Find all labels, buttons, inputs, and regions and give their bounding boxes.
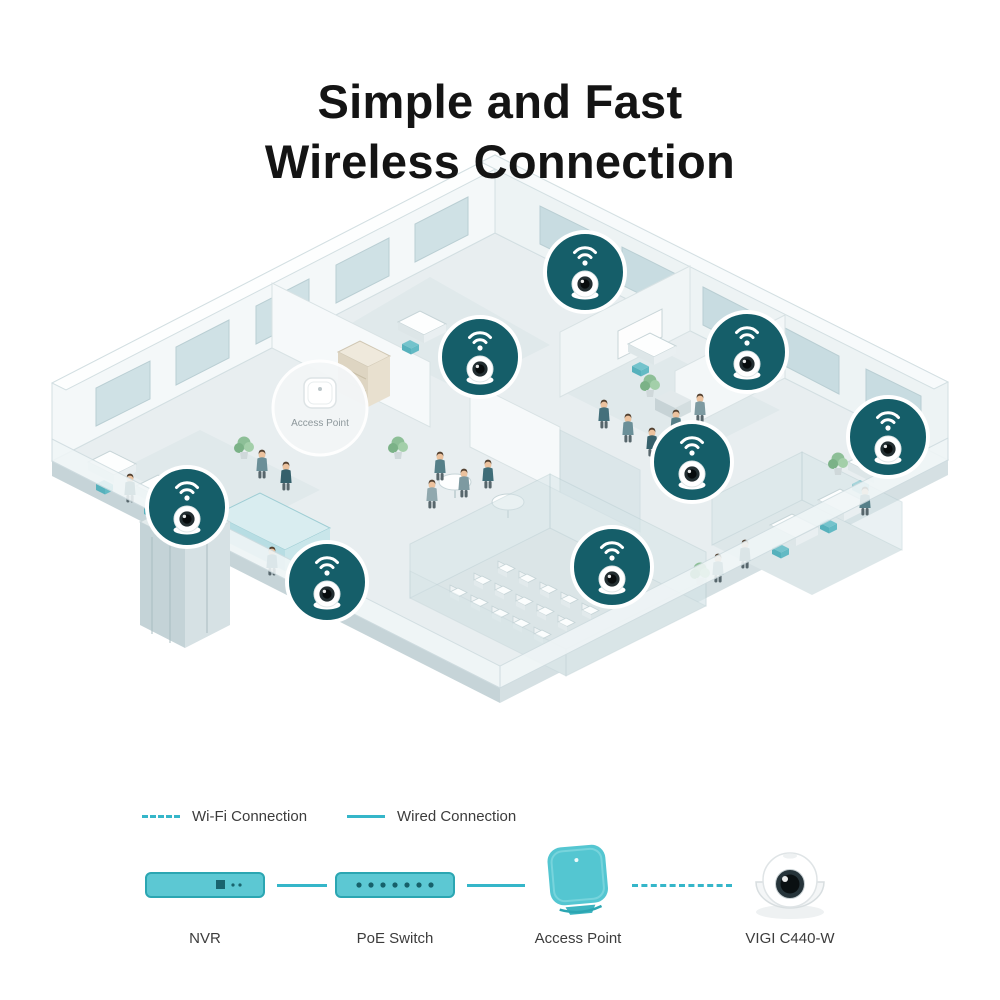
nvr-icon	[145, 872, 265, 898]
camera-badge	[846, 395, 930, 479]
wifi-connection-line	[632, 884, 732, 887]
access-point-badge: Access Point	[271, 359, 369, 457]
perimeter-walls	[50, 154, 950, 462]
camera-badge	[570, 525, 654, 609]
poe-switch-label: PoE Switch	[356, 930, 434, 947]
interior-walls	[271, 265, 786, 533]
wired-connection-line	[277, 884, 327, 887]
page-title: Simple and Fast Wireless Connection	[0, 72, 1000, 192]
access-point-device-icon	[547, 844, 608, 915]
camera-badge	[543, 230, 627, 314]
wired-solid-line-icon	[347, 814, 385, 818]
poe-switch-icon	[335, 872, 455, 898]
camera-badge	[145, 465, 229, 549]
nvr-label: NVR	[189, 930, 221, 947]
title-line-1: Simple and Fast	[317, 75, 683, 128]
camera-badge	[650, 420, 734, 504]
access-point-label: Access Point	[534, 930, 622, 947]
camera-badge	[285, 540, 369, 624]
access-point-badge-label: Access Point	[291, 418, 349, 429]
camera-badge	[705, 310, 789, 394]
wired-connection-label: Wired Connection	[397, 807, 517, 825]
wifi-connection-label: Wi-Fi Connection	[192, 807, 308, 825]
title-line-2: Wireless Connection	[264, 135, 736, 189]
legend-wifi-sample: Wi-Fi Connection	[142, 806, 307, 826]
camera-badge	[438, 315, 522, 399]
vigi-camera-label: VIGI C440-W	[745, 930, 835, 947]
wifi-dashed-line-icon	[142, 814, 180, 818]
access-point-icon	[303, 377, 337, 409]
vigi-camera-icon	[755, 852, 825, 919]
legend-wired-sample: Wired Connection	[347, 806, 516, 826]
wired-connection-line	[467, 884, 525, 887]
